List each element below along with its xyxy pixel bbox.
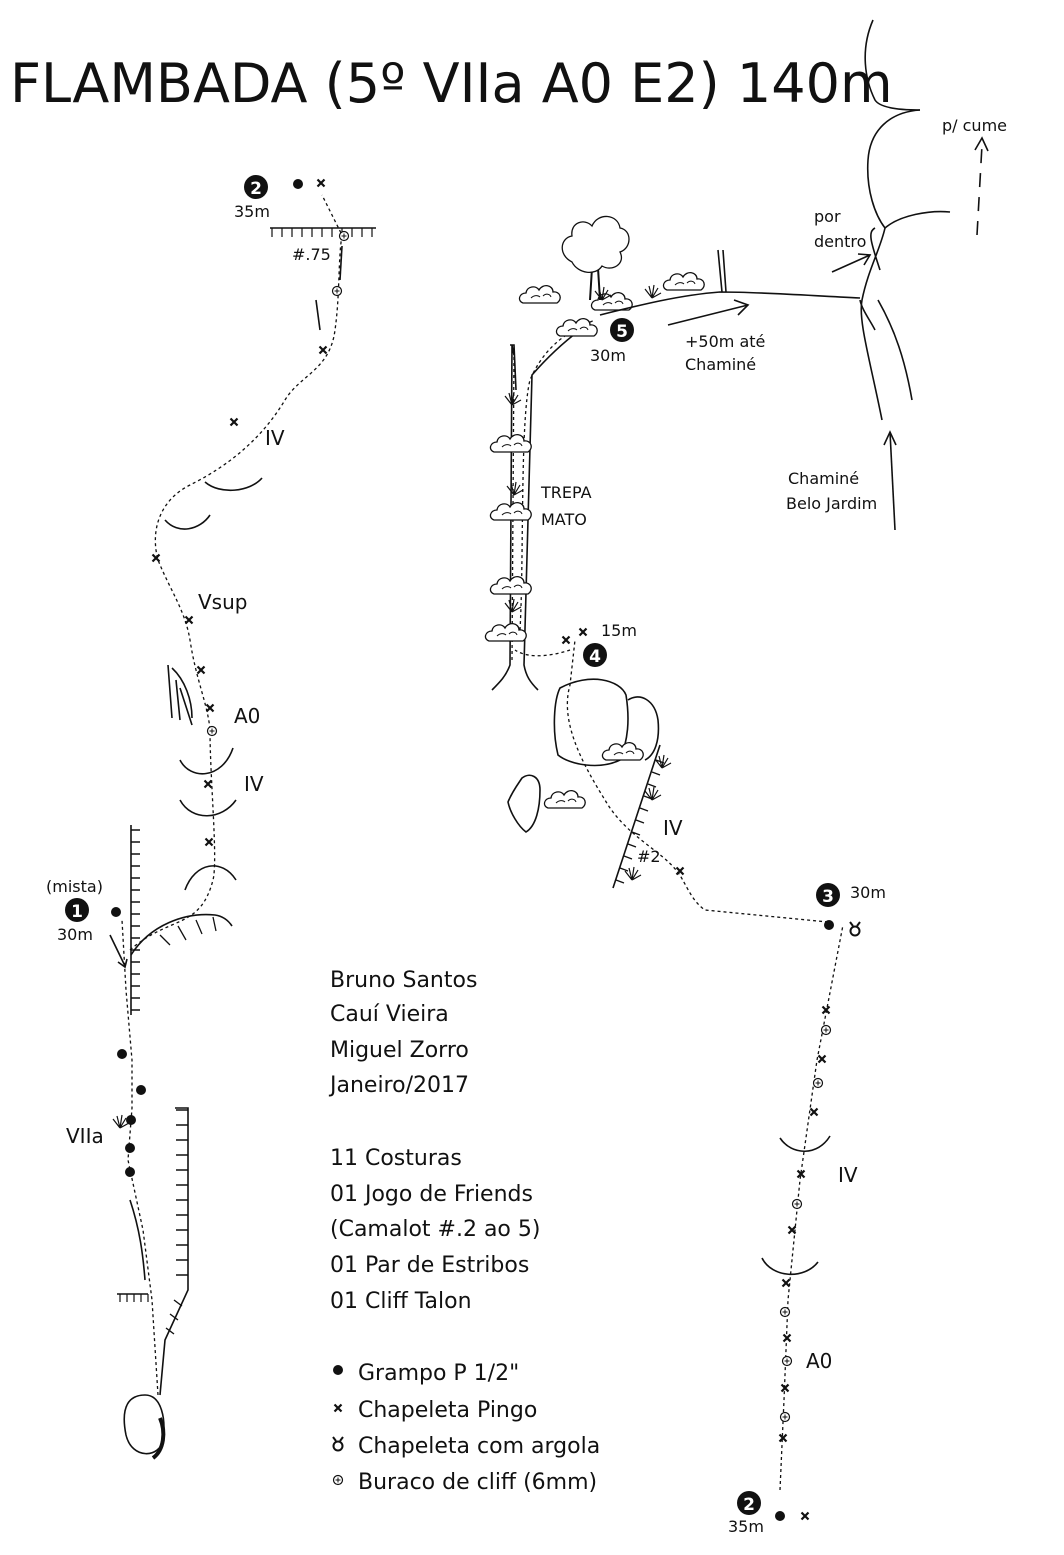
cam-2-label: #2 <box>637 847 661 866</box>
grade-a0-right: A0 <box>806 1349 832 1373</box>
chimney-line2: Belo Jardim <box>786 494 877 513</box>
belay-2-marker-bottom: 2 <box>737 1491 761 1515</box>
plus50m-line1: +50m até <box>685 332 765 351</box>
svg-text:4: 4 <box>589 647 601 667</box>
cross-bolt-icon <box>333 1403 343 1413</box>
cam-75-label: #.75 <box>292 245 331 264</box>
belay-5-marker: 5 <box>610 318 634 342</box>
credit-line: Bruno Santos <box>330 968 477 993</box>
to-summit-label: p/ cume <box>942 116 1007 135</box>
credit-line: Miguel Zorro <box>330 1038 469 1063</box>
gear-item: 01 Cliff Talon <box>330 1289 472 1314</box>
cliff-hole-icon <box>332 1474 344 1486</box>
svg-text:2: 2 <box>250 179 262 199</box>
trepa-label: TREPA <box>540 483 592 502</box>
belay-5-length: 30m <box>590 346 626 365</box>
grade-vsup: Vsup <box>198 590 247 614</box>
gear-item: 11 Costuras <box>330 1146 462 1171</box>
credit-line: Cauí Vieira <box>330 1002 449 1027</box>
grade-iv-left-high: IV <box>265 426 285 450</box>
grade-iv-right-mid: IV <box>663 816 683 840</box>
belay-3-length: 30m <box>850 883 886 902</box>
chimney-line1: Chaminé <box>788 469 859 488</box>
plus50m-line2: Chaminé <box>685 355 756 374</box>
grade-a0-left: A0 <box>234 704 260 728</box>
gear-item: 01 Par de Estribos <box>330 1253 529 1278</box>
belay-4-marker: 4 <box>583 643 607 667</box>
grade-viia: VIIa <box>66 1124 104 1148</box>
gear-list: 11 Costuras 01 Jogo de Friends (Camalot … <box>330 1146 540 1314</box>
mato-label: MATO <box>541 510 587 529</box>
credits-block: Bruno Santos Cauí Vieira Miguel Zorro Ja… <box>328 968 477 1098</box>
svg-text:1: 1 <box>71 902 83 922</box>
por-label: por <box>814 207 841 226</box>
base-boulder <box>123 1394 165 1455</box>
tree-icon <box>561 215 630 301</box>
belay-3-marker: 3 <box>816 883 840 907</box>
credit-line: Janeiro/2017 <box>328 1073 469 1098</box>
gear-item: 01 Jogo de Friends <box>330 1182 533 1207</box>
svg-text:5: 5 <box>616 322 628 342</box>
legend-label: Chapeleta Pingo <box>358 1398 537 1423</box>
dentro-label: dentro <box>814 232 866 251</box>
gear-item: (Camalot #.2 ao 5) <box>330 1217 540 1242</box>
grade-iv-right-low: IV <box>838 1163 858 1187</box>
ring-bolt-icon <box>332 1436 344 1452</box>
legend-label: Chapeleta com argola <box>358 1434 600 1459</box>
belay-2-length-bottom: 35m <box>728 1517 764 1536</box>
legend: Grampo P 1/2" Chapeleta Pingo Chapeleta … <box>332 1361 600 1495</box>
bolt-dot-icon <box>333 1365 343 1375</box>
topo-title: FLAMBADA (5º VIIa A0 E2) 140m <box>10 52 893 115</box>
legend-label: Grampo P 1/2" <box>358 1361 519 1386</box>
belay-1-marker: 1 <box>65 898 89 922</box>
belay-4-length: 15m <box>601 621 637 640</box>
svg-text:2: 2 <box>743 1495 755 1515</box>
belay-1-note: (mista) <box>46 877 103 896</box>
legend-label: Buraco de cliff (6mm) <box>358 1470 597 1495</box>
belay-2-marker-top: 2 <box>244 175 268 199</box>
belay-2-length-top: 35m <box>234 202 270 221</box>
svg-text:3: 3 <box>822 887 834 907</box>
belay-1-length: 30m <box>57 925 93 944</box>
grade-iv-left-low: IV <box>244 772 264 796</box>
